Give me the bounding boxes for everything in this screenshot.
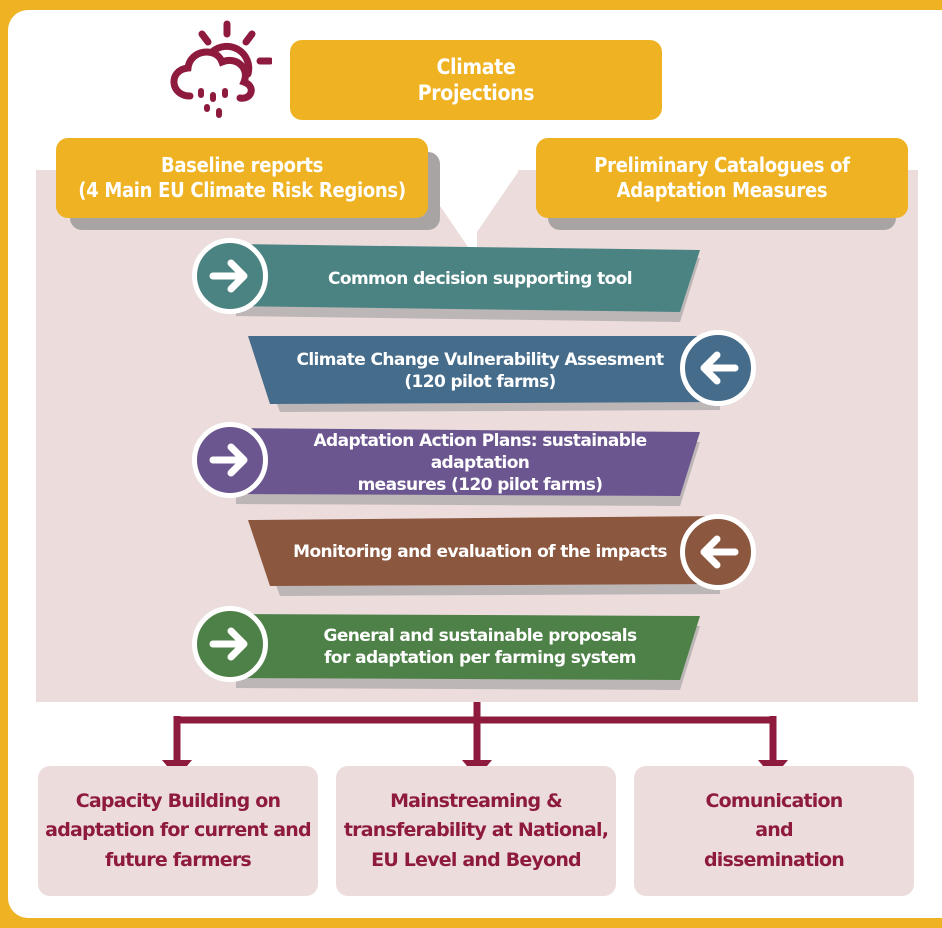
step-4-band — [248, 516, 720, 586]
step-2-text: Climate Change Vulnerability Assesment (… — [270, 340, 690, 402]
step-2-arrow-circle — [680, 330, 756, 406]
step-1-arrow-circle — [192, 238, 268, 314]
baseline-line1: Baseline reports — [160, 153, 324, 177]
step-5-line1: General and sustainable proposals — [323, 625, 638, 646]
catalogues-line1: Preliminary Catalogues of — [594, 153, 850, 177]
output-2-line2: transferability at National, — [343, 819, 609, 842]
step-3-line1: Adaptation Action Plans: sustainable ada… — [313, 430, 647, 473]
arrow-right-icon — [209, 443, 248, 477]
output-1-line2: adaptation for current and — [45, 819, 311, 842]
output-capacity-building: Capacity Building on adaptation for curr… — [38, 766, 318, 896]
arrow-left-icon — [700, 535, 739, 569]
step-5-band — [230, 614, 700, 680]
catalogues-box: Preliminary Catalogues of Adaptation Mea… — [536, 138, 908, 218]
climate-projections-line2: Projections — [417, 81, 535, 105]
output-2-line1: Mainstreaming & — [390, 789, 563, 812]
output-3-line2: and — [755, 819, 793, 842]
output-1-line3: future farmers — [105, 848, 252, 871]
step-4-line1: Monitoring and evaluation of the impacts — [293, 541, 667, 562]
step-4-text: Monitoring and evaluation of the impacts — [280, 522, 680, 582]
step-2-line2: (120 pilot farms) — [404, 372, 556, 392]
step-4-arrow-circle — [680, 514, 756, 590]
step-2-band — [248, 336, 720, 404]
climate-projections-line1: Climate — [436, 54, 516, 79]
step-5-line2: for adaptation per farming system — [324, 648, 636, 668]
output-3-line1: Comunication — [705, 789, 843, 812]
output-communication: Comunication and dissemination — [634, 766, 914, 896]
climate-projections-box: Climate Projections — [290, 40, 662, 120]
step-2-line1: Climate Change Vulnerability Assesment — [296, 349, 664, 370]
step-5-text: General and sustainable proposals for ad… — [270, 616, 690, 678]
baseline-reports-box: Baseline reports (4 Main EU Climate Risk… — [56, 138, 428, 218]
output-1-line1: Capacity Building on — [75, 789, 281, 812]
step-5-arrow-circle — [192, 606, 268, 682]
output-mainstreaming: Mainstreaming & transferability at Natio… — [336, 766, 616, 896]
step-1-text: Common decision supporting tool — [280, 250, 680, 308]
arrow-right-icon — [209, 627, 248, 661]
cloud-sun-rain-icon — [160, 18, 274, 128]
output-2-line3: EU Level and Beyond — [371, 848, 582, 871]
baseline-line2: (4 Main EU Climate Risk Regions) — [78, 178, 406, 202]
step-1-band — [230, 244, 700, 312]
step-3-arrow-circle — [192, 422, 268, 498]
catalogues-line2: Adaptation Measures — [616, 178, 828, 202]
step-1-line1: Common decision supporting tool — [327, 268, 633, 289]
step-3-band — [230, 428, 700, 496]
arrow-left-icon — [700, 351, 739, 385]
output-3-line3: dissemination — [703, 848, 845, 871]
arrow-right-icon — [209, 259, 248, 293]
step-3-line2: measures (120 pilot farms) — [357, 475, 603, 496]
step-3-text: Adaptation Action Plans: sustainable ada… — [270, 430, 690, 496]
